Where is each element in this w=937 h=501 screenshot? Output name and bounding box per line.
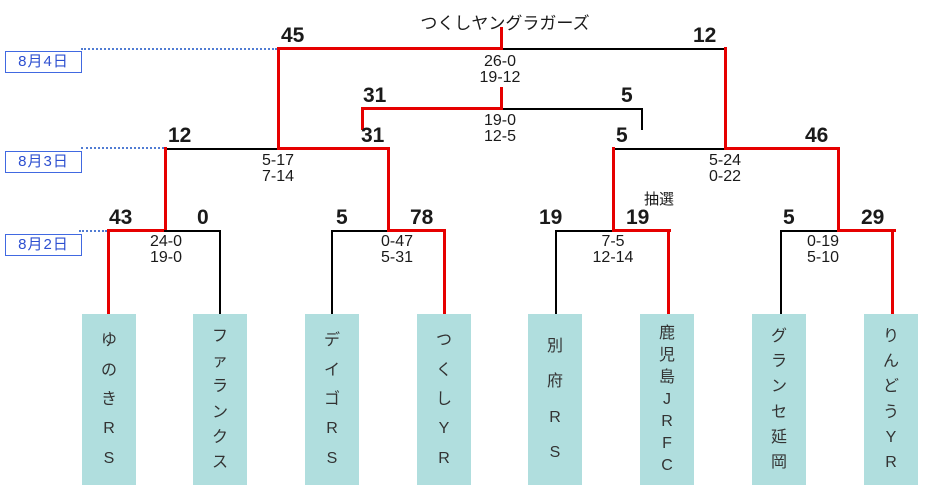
line-third-right-stub [641,108,643,130]
qf3-left-total: 19 [539,206,563,229]
line-semiright-from-qf3 [612,147,615,231]
line-final-from-semileft [277,47,280,150]
qf2-score-2: 5-31 [380,249,414,266]
line-semileft-from-qf1 [164,147,167,231]
line-team-6 [667,229,670,314]
qf4-score-1: 0-19 [806,233,840,250]
semileft-scores: 5-17 7-14 [236,153,320,185]
qf1-right-total: 0 [197,206,209,229]
final-left-total: 45 [281,24,305,47]
qf3-scores: 7-5 12-14 [571,234,655,266]
qf4-score-2: 5-10 [806,249,840,266]
line-semileft-left [164,148,278,150]
qf1-scores: 24-0 19-0 [124,234,208,266]
third-score-2: 12-5 [483,128,517,145]
line-team-5 [555,230,557,314]
line-third-left [361,107,503,110]
semileft-left-total: 12 [168,124,192,147]
line-qf2-right [387,229,446,232]
third-right-total: 5 [621,84,633,107]
line-qf4-right [837,229,896,232]
qf1-left-total: 43 [109,206,133,229]
qf1-score-1: 24-0 [149,233,183,250]
third-score-1: 19-0 [483,112,517,129]
semiright-score-2: 0-22 [708,168,742,185]
line-semileft-right [277,147,390,150]
semiright-scores: 5-24 0-22 [683,153,767,185]
dotted-guide-aug2 [79,230,107,232]
line-semileft-from-qf2 [387,147,390,231]
line-semiright-left [613,148,726,150]
line-team-4 [443,229,446,314]
line-qf1-right [164,230,221,232]
final-scores: 26-0 19-12 [458,54,542,86]
qf4-left-total: 5 [783,206,795,229]
final-score-1: 26-0 [483,53,517,70]
qf2-right-total: 78 [410,206,434,229]
date-label-aug2: 8月2日 [5,234,82,256]
dotted-guide-aug4 [81,48,277,50]
semileft-score-1: 5-17 [261,152,295,169]
qf2-left-total: 5 [336,206,348,229]
semiright-left-total: 5 [616,124,628,147]
third-left-total: 31 [363,84,387,107]
qf2-score-1: 0-47 [380,233,414,250]
qf3-score-2: 12-14 [592,249,634,266]
date-label-aug4: 8月4日 [5,51,82,73]
team-box-7: グランセ延岡 [752,314,806,485]
final-right-total: 12 [693,24,717,47]
line-team-8 [891,229,894,314]
qf4-right-total: 29 [861,206,885,229]
line-qf3-left [556,230,614,232]
qf3-score-1: 7-5 [601,233,625,250]
line-team-7 [780,230,782,314]
semileft-score-2: 7-14 [261,168,295,185]
qf2-scores: 0-47 5-31 [355,234,439,266]
line-final-right [503,48,727,50]
line-final-from-semiright [724,47,727,150]
line-qf2-left [332,230,389,232]
semileft-right-total: 31 [361,124,385,147]
line-final-left [277,47,503,50]
line-champion [500,27,503,50]
line-semiright-from-qf4 [837,147,840,231]
third-scores: 19-0 12-5 [458,113,542,145]
champion-name: つくしヤングラガーズ [420,14,590,33]
date-label-aug3: 8月3日 [5,151,82,173]
line-qf4-left [781,230,839,232]
line-qf3-right [612,229,671,232]
qf4-scores: 0-19 5-10 [781,234,865,266]
semiright-score-1: 5-24 [708,152,742,169]
dotted-guide-aug3 [81,147,164,149]
qf3-right-total: 19 [626,206,650,229]
line-team-1 [107,229,110,314]
team-box-2: ファランクス [193,314,247,485]
qf1-score-2: 19-0 [149,249,183,266]
line-third-winner-stub [500,87,503,109]
final-score-2: 19-12 [479,69,521,86]
semiright-right-total: 46 [805,124,829,147]
line-semiright-right [724,147,840,150]
line-third-left-stub [361,107,364,130]
line-team-3 [331,230,333,314]
line-third-right [503,108,643,110]
line-team-2 [219,230,221,314]
lottery-note: 抽選 [644,191,675,208]
line-qf1-left [107,229,166,232]
